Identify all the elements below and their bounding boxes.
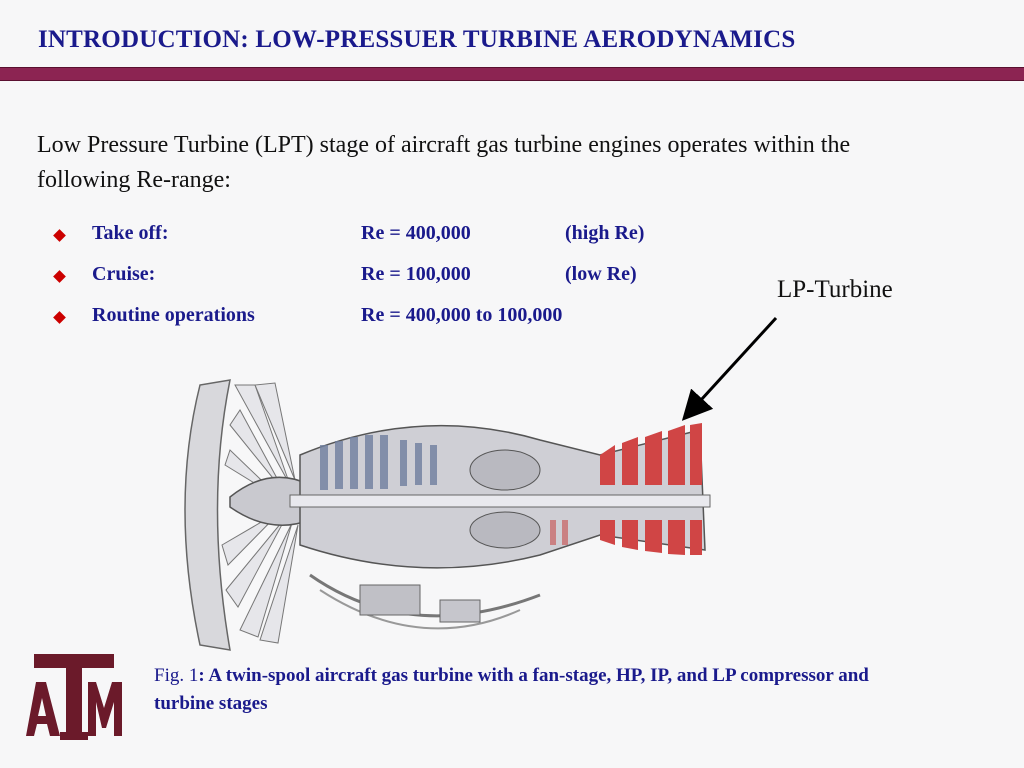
diamond-bullet-icon	[53, 270, 66, 283]
caption-prefix: Fig. 1	[154, 665, 199, 686]
condition-label: Cruise:	[92, 263, 156, 285]
intro-paragraph: Low Pressure Turbine (LPT) stage of airc…	[37, 132, 851, 193]
figure-caption: Fig. 1: A twin-spool aircraft gas turbin…	[154, 662, 874, 718]
re-value: Re = 100,000	[361, 263, 471, 285]
condition-label: Routine operations	[92, 304, 255, 326]
lp-turbine-arrow-icon	[681, 316, 778, 421]
re-note: (low Re)	[565, 263, 637, 285]
re-value: Re = 400,000 to 100,000	[361, 304, 563, 326]
slide-title: INTRODUCTION: LOW-PRESSUER TURBINE AEROD…	[38, 26, 796, 53]
caption-text: : A twin-spool aircraft gas turbine with…	[154, 665, 869, 714]
title-divider-bar	[0, 67, 1024, 81]
re-note: (high Re)	[565, 222, 645, 244]
diamond-bullet-icon	[53, 311, 66, 324]
atm-logo	[26, 654, 122, 740]
engine-cutaway-image	[184, 379, 711, 651]
lp-turbine-label: LP-Turbine	[777, 276, 893, 303]
re-value: Re = 400,000	[361, 222, 471, 244]
diamond-bullet-icon	[53, 229, 66, 242]
condition-label: Take off:	[92, 222, 169, 244]
